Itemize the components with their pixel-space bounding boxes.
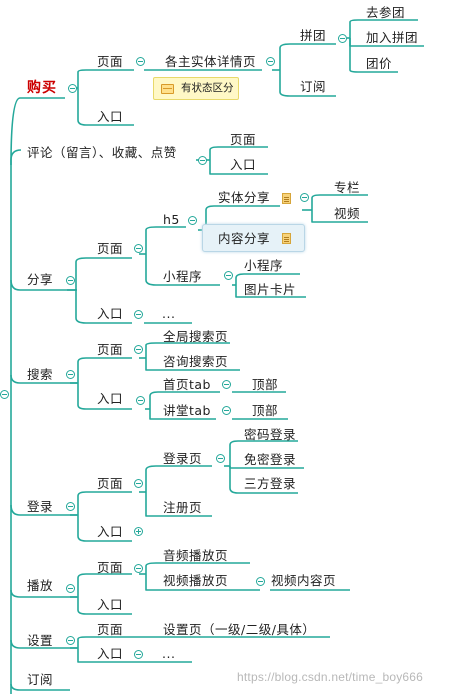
- fenxiang-node[interactable]: 分享: [27, 272, 54, 287]
- pintuan-collapse-toggle[interactable]: [338, 34, 347, 43]
- goumai-page-node[interactable]: 页面: [97, 54, 124, 69]
- status-callout[interactable]: 有状态区分: [153, 77, 239, 100]
- fenxiang-page-node[interactable]: 页面: [97, 241, 124, 256]
- audio-play-node[interactable]: 音频播放页: [163, 548, 229, 563]
- bofang-page-collapse-toggle[interactable]: [134, 564, 143, 573]
- pinglun-node[interactable]: 评论（留言）、收藏、点赞: [27, 145, 177, 160]
- goumai-node[interactable]: 购买: [27, 80, 57, 96]
- lecture-tab-node[interactable]: 讲堂tab: [163, 403, 211, 418]
- denglu-entry-node[interactable]: 入口: [97, 524, 124, 539]
- video-node[interactable]: 视频: [334, 206, 361, 221]
- passwordless-login-node[interactable]: 免密登录: [244, 452, 297, 467]
- denglu-node[interactable]: 登录: [27, 499, 54, 514]
- xiaochengxu-collapse-toggle[interactable]: [224, 271, 233, 280]
- goumai-subscribe-node[interactable]: 订阅: [300, 79, 327, 94]
- settings-page-node[interactable]: 设置页（一级/二级/具体）: [163, 622, 316, 637]
- bofang-node[interactable]: 播放: [27, 578, 54, 593]
- denglu-page-collapse-toggle[interactable]: [134, 479, 143, 488]
- pintuan-node[interactable]: 拼团: [300, 28, 327, 43]
- fenxiang-entry-node[interactable]: 入口: [97, 306, 124, 321]
- shezhi-entry-more-node[interactable]: ...: [162, 646, 176, 661]
- pinglun-page-node[interactable]: 页面: [230, 132, 257, 147]
- note-icon: [282, 193, 291, 204]
- shiti-share-node[interactable]: 实体分享: [218, 190, 271, 205]
- shezhi-entry-node[interactable]: 入口: [97, 646, 124, 661]
- column-node[interactable]: 专栏: [334, 180, 361, 195]
- denglu-collapse-toggle[interactable]: [66, 502, 75, 511]
- fenxiang-collapse-toggle[interactable]: [66, 276, 75, 285]
- login-page-node[interactable]: 登录页: [163, 451, 203, 466]
- fenxiang-entry-collapse-toggle[interactable]: [134, 310, 143, 319]
- bofang-entry-node[interactable]: 入口: [97, 597, 124, 612]
- h5-node[interactable]: h5: [163, 212, 180, 227]
- label-icon: [161, 84, 174, 94]
- sousuo-entry-node[interactable]: 入口: [97, 391, 124, 406]
- fenxiang-entry-more-node[interactable]: ...: [162, 306, 176, 321]
- sousuo-collapse-toggle[interactable]: [66, 370, 75, 379]
- mini-program-child-node[interactable]: 小程序: [244, 258, 284, 273]
- denglu-page-node[interactable]: 页面: [97, 476, 124, 491]
- detail-collapse-toggle[interactable]: [266, 57, 275, 66]
- video-play-node[interactable]: 视频播放页: [163, 573, 229, 588]
- fenxiang-page-collapse-toggle[interactable]: [134, 244, 143, 253]
- shezhi-collapse-toggle[interactable]: [66, 636, 75, 645]
- video-content-node[interactable]: 视频内容页: [271, 573, 337, 588]
- watermark-text: https://blog.csdn.net/time_boy666: [237, 670, 424, 684]
- add-group-node[interactable]: 加入拼团: [366, 30, 419, 45]
- goumai-entry-node[interactable]: 入口: [97, 109, 124, 124]
- login-page-collapse-toggle[interactable]: [216, 454, 225, 463]
- denglu-entry-expand-toggle[interactable]: [134, 527, 143, 536]
- group-price-node[interactable]: 团价: [366, 56, 393, 71]
- root-collapse-toggle[interactable]: [0, 390, 9, 399]
- shezhi-page-node[interactable]: 页面: [97, 622, 124, 637]
- sousuo-entry-collapse-toggle[interactable]: [136, 396, 145, 405]
- home-tab-node[interactable]: 首页tab: [163, 377, 211, 392]
- pinglun-entry-node[interactable]: 入口: [230, 157, 257, 172]
- sousuo-page-node[interactable]: 页面: [97, 342, 124, 357]
- global-search-node[interactable]: 全局搜索页: [163, 329, 229, 344]
- shezhi-node[interactable]: 设置: [27, 633, 54, 648]
- video-play-collapse-toggle[interactable]: [256, 577, 265, 586]
- image-card-node[interactable]: 图片卡片: [244, 282, 297, 297]
- register-page-node[interactable]: 注册页: [163, 500, 203, 515]
- home-tab-collapse-toggle[interactable]: [222, 380, 231, 389]
- mini-program-node[interactable]: 小程序: [163, 269, 203, 284]
- content-share-node[interactable]: 内容分享: [218, 231, 271, 246]
- shiti-collapse-toggle[interactable]: [300, 193, 309, 202]
- detail-page-node[interactable]: 各主实体详情页: [165, 54, 257, 69]
- bofang-page-node[interactable]: 页面: [97, 560, 124, 575]
- callout-text: 有状态区分: [181, 82, 234, 94]
- goumai-page-collapse-toggle[interactable]: [136, 57, 145, 66]
- sousuo-node[interactable]: 搜索: [27, 367, 54, 382]
- consult-search-node[interactable]: 咨询搜索页: [163, 354, 229, 369]
- password-login-node[interactable]: 密码登录: [244, 427, 297, 442]
- note-icon: [282, 233, 291, 244]
- bofang-collapse-toggle[interactable]: [66, 584, 75, 593]
- goumai-collapse-toggle[interactable]: [68, 84, 77, 93]
- lecture-tab-collapse-toggle[interactable]: [222, 406, 231, 415]
- home-top-node[interactable]: 顶部: [252, 377, 279, 392]
- dingyue-node[interactable]: 订阅: [27, 672, 54, 687]
- lecture-top-node[interactable]: 顶部: [252, 403, 279, 418]
- third-party-login-node[interactable]: 三方登录: [244, 476, 297, 491]
- shezhi-entry-collapse-toggle[interactable]: [134, 650, 143, 659]
- pinglun-collapse-toggle[interactable]: [198, 156, 207, 165]
- h5-collapse-toggle[interactable]: [188, 216, 197, 225]
- join-group-node[interactable]: 去参团: [366, 5, 406, 20]
- sousuo-page-collapse-toggle[interactable]: [134, 345, 143, 354]
